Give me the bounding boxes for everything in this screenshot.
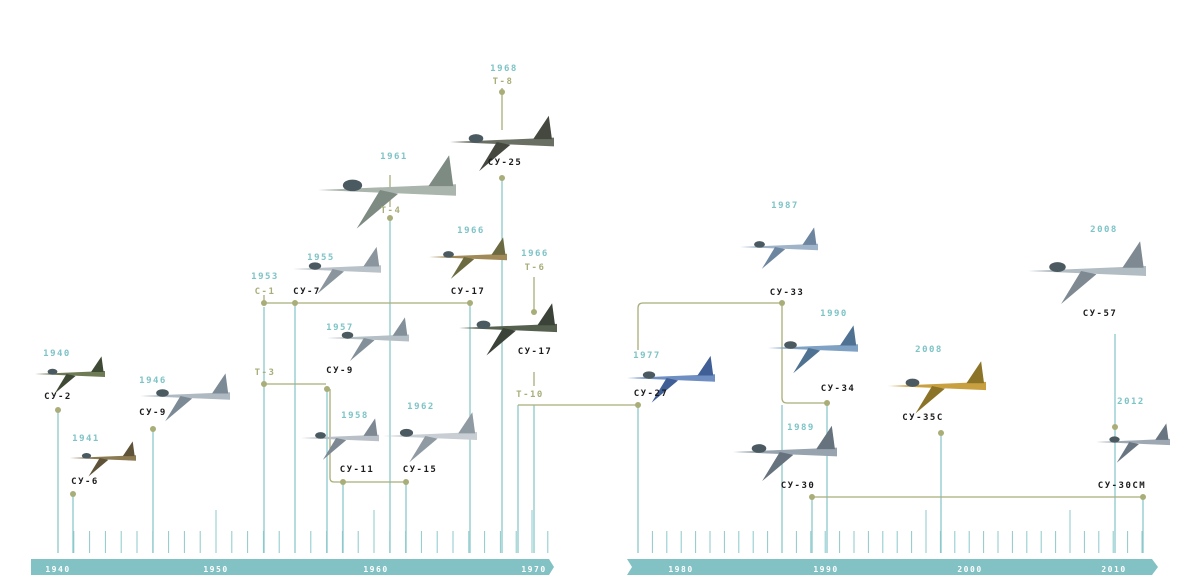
jet-icon: [140, 373, 230, 422]
model-label: СУ-25: [487, 158, 523, 168]
timeline-node: [261, 300, 267, 306]
model-label: СУ-7: [293, 287, 321, 297]
connector-line: [781, 303, 827, 404]
code-label: Т-10: [516, 390, 544, 400]
code-label: Т-6: [524, 263, 546, 273]
timeline-node: [261, 381, 267, 387]
model-label: СУ-9: [139, 408, 167, 418]
connector-line: [637, 302, 782, 350]
year-label: 1962: [407, 402, 435, 412]
code-label: Т-4: [380, 206, 402, 216]
year-label: 2008: [915, 345, 943, 355]
timeline-node: [403, 479, 409, 485]
timeline-node: [324, 386, 330, 392]
timeline-node: [809, 494, 815, 500]
timeline-node: [1140, 494, 1146, 500]
axis-label-1960: 1960: [363, 565, 389, 574]
swing-wing-jet-icon: [459, 303, 557, 356]
axis-label-1990: 1990: [813, 565, 839, 574]
timeline-node: [1112, 424, 1118, 430]
attack-jet-icon: [450, 115, 554, 172]
model-label: СУ-15: [402, 465, 438, 475]
fighter-jet-icon: [768, 325, 858, 374]
fighter-jet-icon: [733, 425, 837, 482]
axis-label-1950: 1950: [203, 565, 229, 574]
year-label: 1989: [787, 423, 815, 433]
fighter-jet-icon: [1096, 423, 1170, 463]
fighter-jet-icon: [740, 227, 818, 269]
stealth-jet-icon: [1028, 241, 1146, 305]
model-label: СУ-30: [780, 481, 816, 491]
axis-label-2010: 2010: [1101, 565, 1127, 574]
axis-label-1940: 1940: [45, 565, 71, 574]
year-label: 1966: [521, 249, 549, 259]
year-label: 1940: [43, 349, 71, 359]
model-label: СУ-57: [1082, 309, 1118, 319]
axis-band-right: [627, 559, 1158, 575]
jet-icon: [293, 246, 381, 294]
timeline-node: [499, 175, 505, 181]
year-label: 1977: [633, 351, 661, 361]
model-label: СУ-17: [450, 287, 486, 297]
year-label: 1941: [72, 434, 100, 444]
delta-jet-icon: [318, 155, 456, 229]
timeline-node: [467, 300, 473, 306]
year-label: 1990: [820, 309, 848, 319]
timeline-node: [531, 309, 537, 315]
model-label: СУ-9: [326, 366, 354, 376]
year-label: 1953: [251, 272, 279, 282]
timeline-node: [387, 215, 393, 221]
fighter-jet-icon: [888, 361, 986, 414]
jet-icon: [383, 412, 477, 463]
propeller-plane-icon: [70, 441, 136, 477]
timeline-node: [150, 426, 156, 432]
year-label: 1961: [380, 152, 408, 162]
model-label: СУ-33: [769, 288, 805, 298]
timeline-node: [70, 491, 76, 497]
axis-band-left: [31, 559, 554, 575]
timeline-node: [499, 89, 505, 95]
axis-label-1970: 1970: [521, 565, 547, 574]
year-label: 2008: [1090, 225, 1118, 235]
year-label: 1966: [457, 226, 485, 236]
year-label: 1968: [490, 64, 518, 74]
model-label: СУ-6: [71, 477, 99, 487]
model-label: СУ-11: [339, 465, 375, 475]
swing-wing-jet-icon: [429, 237, 507, 279]
axis-label-1980: 1980: [668, 565, 694, 574]
timeline-node: [779, 300, 785, 306]
timeline-node: [938, 430, 944, 436]
code-label: Т-3: [254, 368, 276, 378]
year-label: 1957: [326, 323, 354, 333]
model-label: СУ-17: [517, 347, 553, 357]
connector-line: [329, 389, 406, 483]
model-label: СУ-27: [633, 389, 669, 399]
model-label: СУ-2: [44, 392, 72, 402]
timeline-node: [635, 402, 641, 408]
jet-icon: [327, 317, 409, 361]
code-label: С-1: [254, 287, 276, 297]
year-label: 1946: [139, 376, 167, 386]
timeline-node: [824, 400, 830, 406]
code-label: Т-8: [492, 77, 514, 87]
model-label: СУ-30СМ: [1097, 481, 1147, 491]
fighter-jet-icon: [627, 355, 715, 403]
timeline-node: [340, 479, 346, 485]
year-label: 1958: [341, 411, 369, 421]
timeline-node: [292, 300, 298, 306]
year-label: 2012: [1117, 397, 1145, 407]
year-label: 1987: [771, 201, 799, 211]
year-label: 1955: [307, 253, 335, 263]
timeline-node: [55, 407, 61, 413]
model-label: СУ-35С: [902, 413, 944, 423]
model-label: СУ-34: [820, 384, 856, 394]
axis-label-2000: 2000: [957, 565, 983, 574]
propeller-plane-icon: [35, 356, 105, 394]
jet-icon: [301, 418, 379, 460]
